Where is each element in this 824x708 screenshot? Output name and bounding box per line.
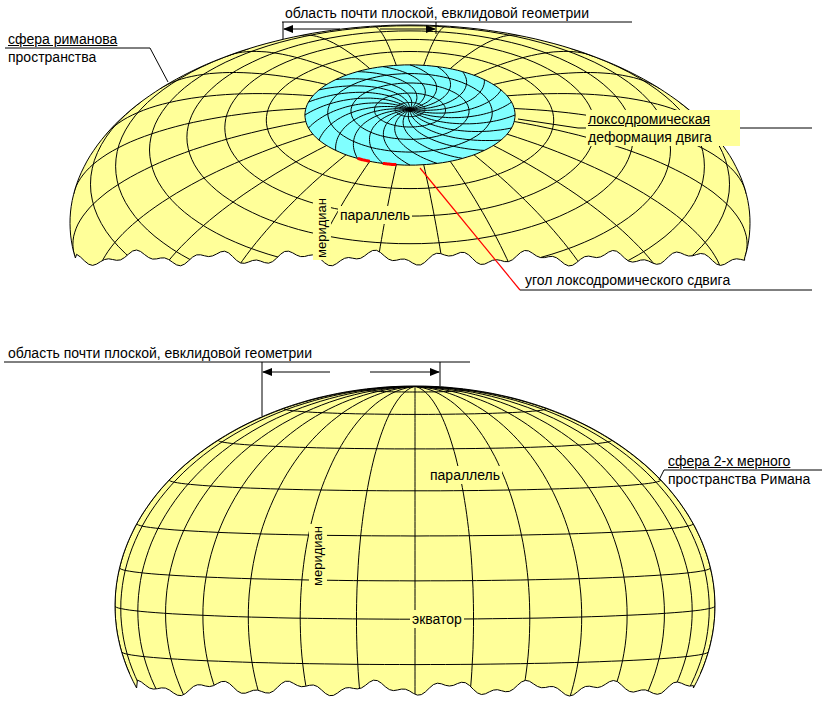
sphere-outline bbox=[70, 25, 750, 266]
parallel-line bbox=[225, 39, 595, 216]
sphere-surface bbox=[70, 25, 750, 266]
underline bbox=[664, 470, 822, 471]
meridian-line bbox=[121, 386, 415, 708]
meridian-line bbox=[474, 155, 617, 370]
meridian-line bbox=[415, 386, 525, 401]
meridian-line bbox=[415, 386, 715, 674]
equator-label: экватор bbox=[410, 610, 464, 628]
meridian-line bbox=[115, 386, 415, 674]
sphere-label: сфера 2-х мерного пространства Римана bbox=[668, 452, 818, 488]
loxodrome-line bbox=[319, 86, 410, 110]
meridian-line bbox=[105, 94, 313, 136]
underline bbox=[520, 290, 812, 291]
parallel-line bbox=[150, 26, 671, 274]
meridian-line bbox=[203, 386, 415, 708]
meridian-line bbox=[474, 51, 593, 75]
coordinate-grid bbox=[115, 386, 715, 708]
pole-dot bbox=[408, 107, 413, 112]
loxodrome-line bbox=[403, 109, 462, 158]
meridian-line bbox=[514, 109, 746, 195]
region-label: область почти плоской, евклидовой геомет… bbox=[8, 344, 312, 362]
meridian-line bbox=[415, 386, 474, 708]
meridian-line bbox=[96, 134, 313, 304]
meridian-line bbox=[415, 386, 692, 708]
meridian-line bbox=[140, 146, 326, 341]
dimension-tick bbox=[262, 362, 263, 416]
dimension-arrow bbox=[370, 372, 439, 373]
parallel-line bbox=[266, 52, 553, 189]
leader-line bbox=[659, 470, 664, 480]
meridian-label: меридиан bbox=[313, 196, 331, 260]
coordinate-grid bbox=[73, 26, 747, 401]
region-label: область почти плоской, евклидовой геомет… bbox=[285, 4, 589, 22]
meridian-line bbox=[138, 386, 415, 708]
meridian-line bbox=[166, 386, 415, 708]
loxodrome-line bbox=[336, 109, 410, 151]
parallel-label: параллель bbox=[338, 206, 412, 224]
meridian-line bbox=[248, 386, 415, 708]
meridian-line bbox=[415, 386, 582, 708]
parallel-line bbox=[187, 31, 633, 244]
meridian-line bbox=[73, 122, 306, 256]
parallel-line bbox=[351, 83, 469, 139]
meridian-line bbox=[227, 51, 346, 75]
meridian-line bbox=[373, 26, 396, 65]
meridian-line bbox=[366, 165, 397, 401]
meridian-label: меридиан bbox=[309, 524, 327, 588]
leader-line bbox=[150, 48, 168, 82]
shift-angle-mark bbox=[383, 163, 397, 164]
leader-line bbox=[518, 119, 578, 128]
loxodrome-line bbox=[410, 109, 515, 123]
angle-label: угол локсодромического сдвига bbox=[525, 271, 730, 289]
dimension-tick bbox=[436, 22, 437, 34]
parallel-label: параллель bbox=[428, 466, 502, 484]
meridian-line bbox=[450, 35, 520, 69]
meridian-line bbox=[415, 386, 416, 708]
meridian-line bbox=[415, 386, 664, 708]
sphere-outline bbox=[115, 386, 715, 696]
shift-angle-mark bbox=[358, 158, 370, 161]
meridian-line bbox=[493, 146, 679, 341]
dimension-tick bbox=[283, 22, 284, 39]
meridian-line bbox=[300, 35, 370, 69]
loxodrome-line bbox=[336, 79, 412, 110]
loxodrome-line bbox=[395, 109, 438, 163]
loxodrome-line bbox=[410, 90, 501, 113]
underline bbox=[282, 22, 632, 23]
meridian-line bbox=[300, 386, 415, 708]
dimension-arrow bbox=[263, 372, 330, 373]
loxodrome-line bbox=[410, 67, 451, 110]
leader-line bbox=[420, 168, 520, 290]
sphere-label: сфера риманова пространства bbox=[8, 30, 133, 66]
dimension-arrow bbox=[380, 29, 435, 30]
sphere-drawing bbox=[70, 25, 750, 708]
underline bbox=[4, 362, 470, 363]
meridian-line bbox=[424, 26, 447, 65]
deformation-label: локсодромическая деформация двига bbox=[586, 110, 740, 146]
loxodrome-line bbox=[408, 109, 484, 150]
meridian-line bbox=[424, 165, 455, 401]
dimension-tick bbox=[440, 362, 441, 386]
loxodrome-line bbox=[353, 109, 410, 158]
loxodrome-line bbox=[410, 65, 437, 110]
euclidean-region bbox=[305, 65, 515, 165]
underline bbox=[5, 48, 150, 49]
meridian-line bbox=[415, 386, 627, 708]
dimension-arrow bbox=[284, 29, 340, 30]
meridian-line bbox=[415, 386, 709, 708]
meridian-line bbox=[357, 386, 416, 708]
